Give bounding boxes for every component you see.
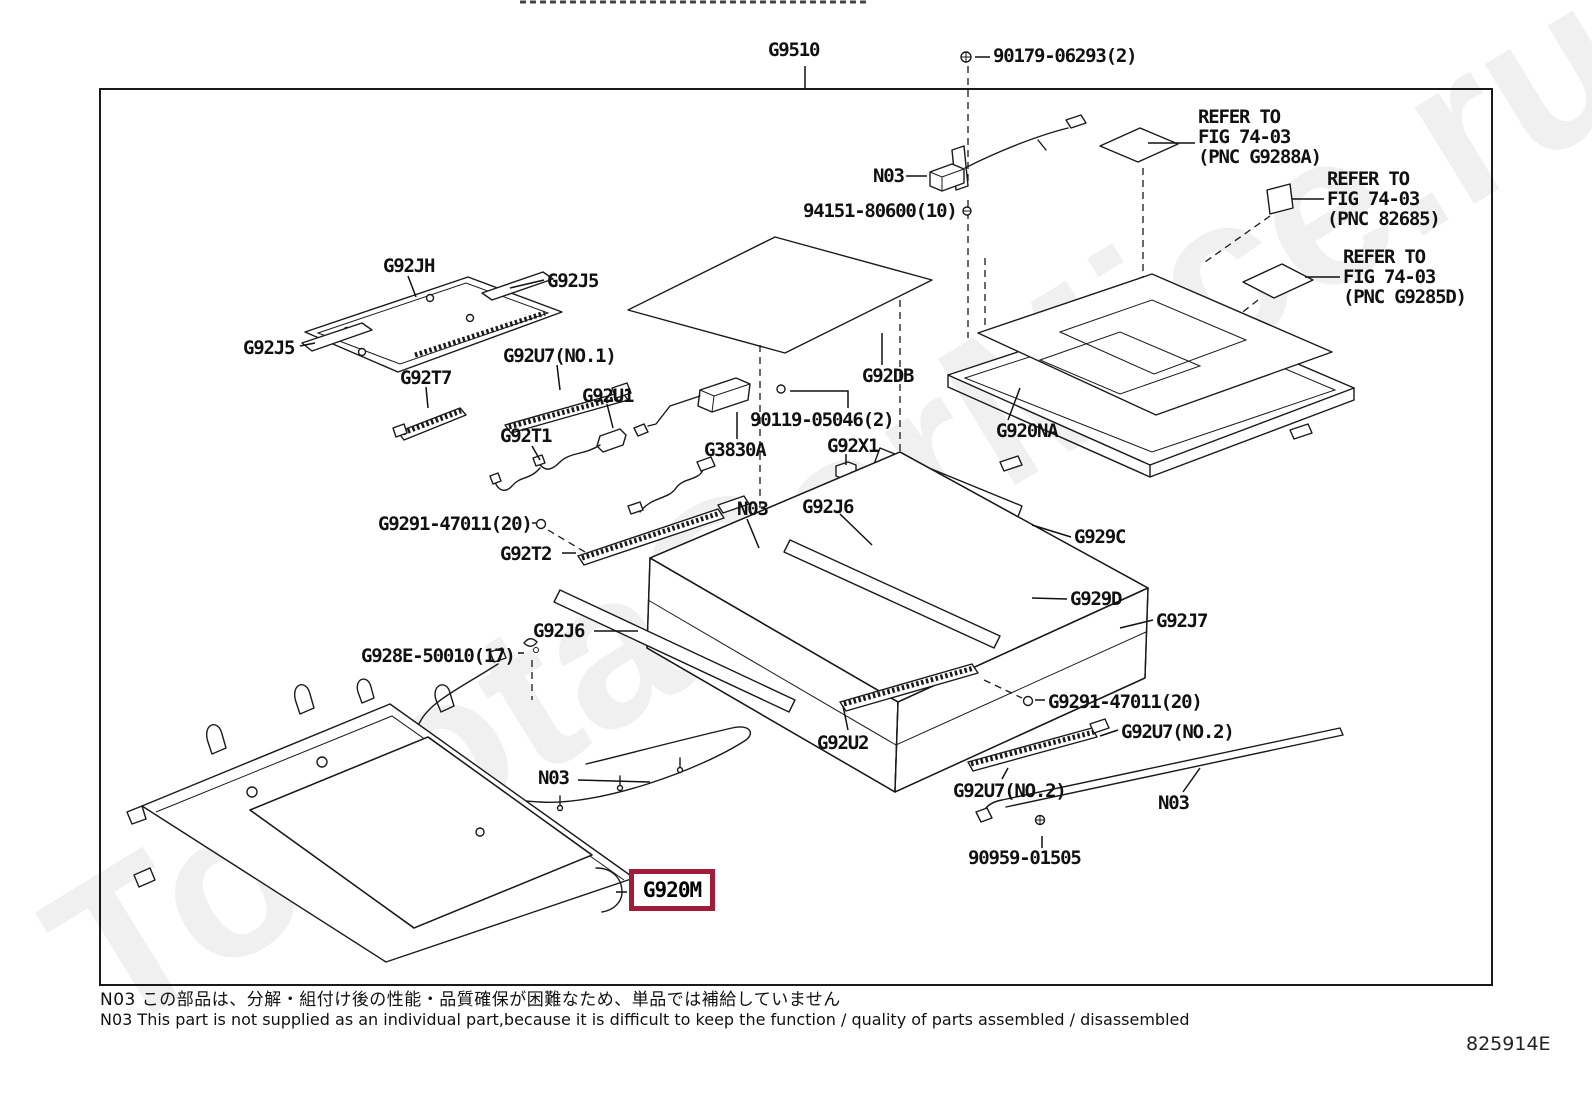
rail-g92t2-group (535, 456, 750, 566)
callout-g92u7-no1: G92U7(NO.1) (503, 345, 617, 367)
left-rails-group (392, 382, 632, 492)
callout-g92u7-no2-left: G92U7(NO.2) (953, 780, 1067, 802)
callout-n90119: 90119-05046(2) (750, 409, 895, 431)
callout-g929d: G929D (1070, 588, 1122, 610)
callout-n94151: 94151-80600(10) (803, 200, 958, 222)
callout-g3830a: G3830A (704, 439, 767, 461)
highlighted-part-label: G920M (642, 878, 702, 902)
battery-stack-group (646, 451, 1149, 793)
callout-g92u7-no2-right: G92U7(NO.2) (1121, 721, 1235, 743)
nut-icon (535, 518, 547, 530)
callout-g9291-left: G9291-47011(20) (378, 513, 533, 535)
note-japanese: N03 この部品は、分解・組付け後の性能・品質確保が困難なため、単品では補給して… (100, 990, 841, 1010)
highlighted-part-g920m[interactable]: G920M (629, 869, 715, 911)
nut-icon (1022, 695, 1034, 707)
battery-tray-group (126, 678, 635, 963)
callout-g928e: G928E-50010(17) (361, 645, 516, 667)
callout-n03-bottom-right: N03 (1158, 792, 1190, 814)
top-connector-group (929, 51, 1087, 338)
callout-n03-bottom-left: N03 (538, 767, 570, 789)
figure-code: 825914E (1466, 1033, 1551, 1055)
cover-assembly-group (947, 273, 1355, 478)
callout-g92t2: G92T2 (500, 543, 552, 565)
callout-g9510: G9510 (768, 39, 820, 61)
callout-refer-82685: REFER TO FIG 74-03 (PNC 82685) (1327, 168, 1441, 230)
callout-g92t1: G92T1 (500, 425, 552, 447)
callout-g929c: G929C (1074, 526, 1126, 548)
callout-g92db: G92DB (862, 365, 914, 387)
leader-lines (299, 56, 1340, 893)
callout-g92x1: G92X1 (827, 435, 879, 457)
bottom-rails-group (839, 663, 1344, 826)
sheet-g92db (627, 236, 933, 354)
callout-g92j6-lower: G92J6 (533, 620, 585, 642)
callout-refer-g9288a: REFER TO FIG 74-03 (PNC G9288A) (1198, 106, 1322, 168)
callout-g92t7: G92T7 (400, 367, 452, 389)
g92j6-strips-group (553, 539, 1001, 713)
callout-g92u1: G92U1 (582, 385, 634, 407)
callout-g92j5-right: G92J5 (547, 270, 599, 292)
figure-border (99, 88, 1493, 986)
callout-g92jh: G92JH (383, 255, 435, 277)
callout-g9291-right: G9291-47011(20) (1048, 691, 1203, 713)
callout-g92j6-upper: G92J6 (802, 496, 854, 518)
callout-refer-g9285d: REFER TO FIG 74-03 (PNC G9285D) (1343, 246, 1467, 308)
callout-g92j5-left: G92J5 (243, 337, 295, 359)
bolt-icon (523, 638, 538, 647)
note-english: N03 This part is not supplied as an indi… (100, 1010, 1190, 1029)
g3830a-connector-group (633, 377, 751, 437)
callout-n03-top: N03 (873, 165, 905, 187)
callout-g92u2: G92U2 (817, 732, 869, 754)
callout-n03-mid: N03 (737, 498, 769, 520)
bolt-icon (776, 384, 786, 394)
callout-g92j7: G92J7 (1156, 610, 1208, 632)
callout-n90959: 90959-01505 (968, 847, 1082, 869)
callout-n90179: 90179-06293(2) (993, 45, 1138, 67)
callout-g920na: G920NA (996, 420, 1059, 442)
